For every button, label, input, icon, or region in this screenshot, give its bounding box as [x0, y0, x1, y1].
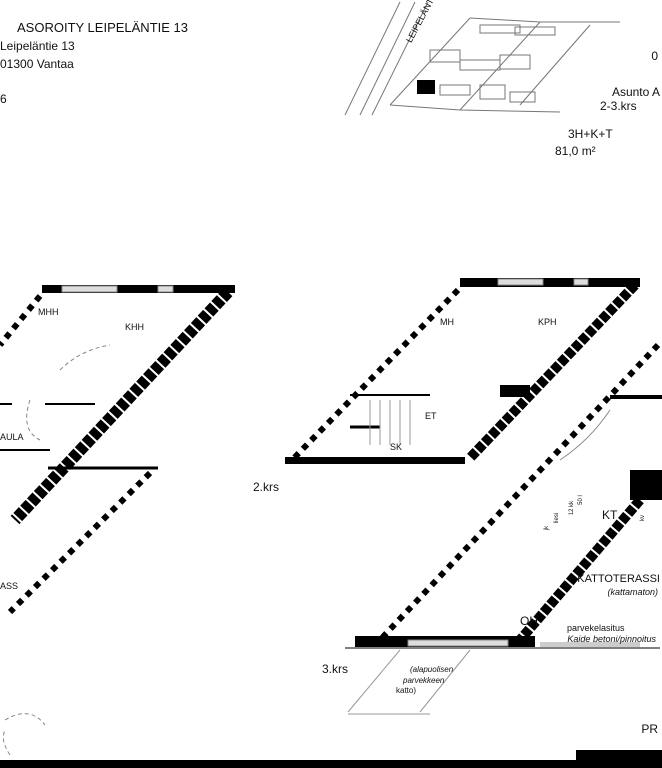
railing-note: Kaide betoni/pinnoitus — [567, 634, 656, 644]
room-sk: SK — [390, 442, 403, 452]
address: Leipeläntie 13 — [0, 39, 75, 53]
document-title: ASOROITY LEIPELÄNTIE 13 — [17, 20, 188, 35]
room-oh: OH — [520, 614, 538, 628]
room-kattoterassi: KATTOTERASSI — [577, 573, 660, 585]
bottom-bar — [0, 760, 662, 768]
roof-note: (kattamaton) — [607, 587, 658, 597]
plan-right-walls — [345, 342, 662, 715]
apartment-floors: 2-3.krs — [600, 99, 637, 113]
appliance-liesi: liesi — [554, 512, 561, 524]
room-khh: KHH — [125, 322, 145, 332]
below-note-2: parvekkeen — [403, 676, 445, 685]
room-mh: MH — [440, 317, 454, 327]
appliance-kv: kv — [640, 515, 646, 521]
floor-label-3krs: 3.krs — [322, 662, 349, 676]
room-aula: AULA — [0, 432, 24, 442]
plan-left-walls — [0, 285, 235, 615]
room-mhh: MHH — [38, 307, 59, 317]
plan-mid-walls — [285, 278, 640, 464]
appliance-jk: jk — [544, 525, 551, 531]
appliance-50l: 50 l — [577, 495, 584, 505]
code: 6 — [0, 92, 7, 106]
apartment-type: 3H+K+T — [568, 127, 613, 141]
room-kt: KT — [602, 508, 618, 522]
appliance-12kk: 12 kk — [569, 500, 576, 516]
balcony-glazing: parvekelasitus — [567, 623, 625, 633]
stair-label: PR — [641, 722, 658, 736]
site-plan — [344, 1, 620, 116]
room-ass: ASS — [0, 581, 19, 591]
apartment-area: 81,0 m² — [555, 144, 596, 158]
city: 01300 Vantaa — [0, 57, 74, 71]
below-note-1: (alapuolisen — [410, 665, 454, 674]
floor-label-2krs: 2.krs — [253, 480, 280, 494]
room-kph: KPH — [538, 317, 557, 327]
below-note-3: katto) — [396, 686, 417, 695]
corner-mark: 0 — [651, 49, 658, 63]
room-et: ET — [425, 411, 437, 421]
apartment-label: Asunto A — [611, 85, 660, 99]
